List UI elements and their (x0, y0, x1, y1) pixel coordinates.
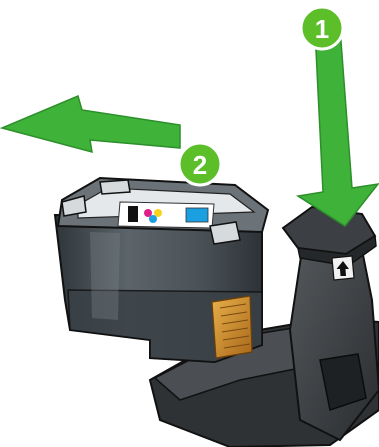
step-badge-2: 2 (179, 143, 221, 185)
arrow-2-shaft (2, 96, 180, 152)
step-badge-1: 1 (301, 7, 343, 49)
step-2-label: 2 (193, 150, 207, 180)
cartridge-tab-top (100, 180, 130, 194)
cartridge-label-bar (128, 206, 138, 222)
arrow-step-1 (298, 28, 378, 226)
cartridge-tab-right (210, 222, 240, 244)
up-arrow-icon (332, 256, 354, 280)
cartridge-contacts (212, 296, 252, 358)
arrow-1-shaft (298, 28, 378, 226)
cartridge-label-cyan-strip (186, 208, 208, 222)
cartridge-highlight (90, 232, 120, 320)
ink-cartridge (55, 178, 268, 362)
step-1-label: 1 (315, 14, 329, 44)
arrow-step-2 (2, 96, 180, 152)
